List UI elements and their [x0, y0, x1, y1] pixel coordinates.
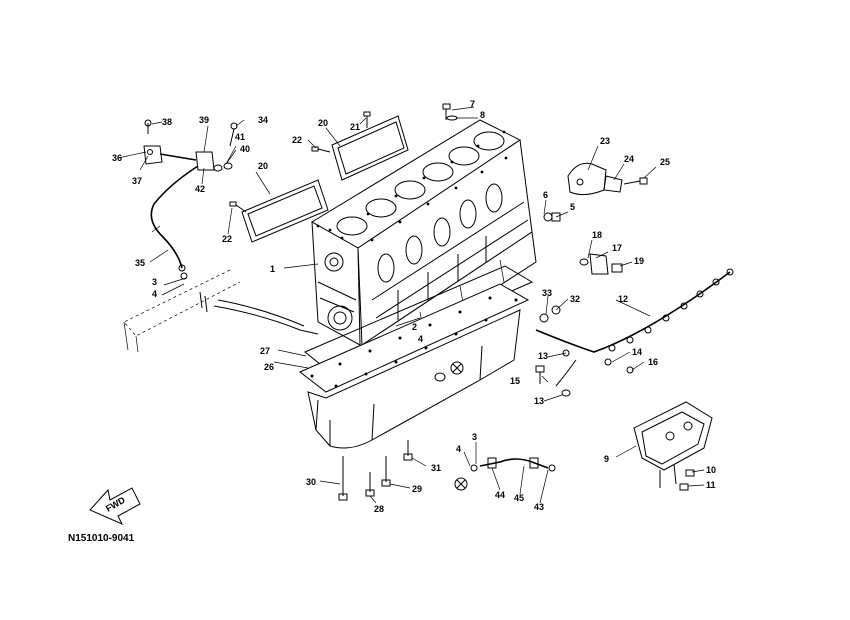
- callout-32: 32: [570, 294, 580, 304]
- callout-3: 3: [152, 277, 157, 287]
- callout-21: 21: [350, 122, 360, 132]
- callout-43: 43: [534, 502, 544, 512]
- callout-29: 29: [412, 484, 422, 494]
- callout-12: 12: [618, 294, 628, 304]
- callout-4: 4: [152, 289, 157, 299]
- side-cover-lower: [241, 179, 329, 243]
- callout-25: 25: [660, 157, 670, 167]
- wire-harness: [535, 268, 734, 387]
- callout-2: 2: [412, 322, 417, 332]
- callout-24: 24: [624, 154, 634, 164]
- callout-13a: 13: [538, 351, 548, 361]
- callout-45: 45: [514, 493, 524, 503]
- drain-plug-x-icon: [454, 477, 468, 491]
- callout-42: 42: [195, 184, 205, 194]
- callout-31: 31: [431, 463, 441, 473]
- callout-3b: 3: [472, 432, 477, 442]
- callout-5: 5: [570, 202, 575, 212]
- bolt-22-lower: [229, 201, 247, 213]
- callout-19: 19: [634, 256, 644, 266]
- oil-pan: [299, 265, 534, 449]
- engine-mount-9: [633, 401, 713, 488]
- callout-16: 16: [648, 357, 658, 367]
- bracket-24: [603, 175, 623, 193]
- bolt-10-11: [679, 469, 695, 491]
- callout-38: 38: [162, 117, 172, 127]
- guide-line: [213, 305, 319, 335]
- callout-1: 1: [270, 264, 275, 274]
- cylinder-block: [311, 119, 537, 373]
- callout-13b: 13: [534, 396, 544, 406]
- bolt-21: [363, 111, 371, 128]
- bolt-30: [338, 456, 348, 501]
- fitting-17-18-19: [579, 253, 623, 275]
- callout-33: 33: [542, 288, 552, 298]
- bolt-28: [365, 472, 375, 497]
- dipstick-assembly: [143, 119, 238, 280]
- callout-22a: 22: [292, 135, 302, 145]
- bolt-29: [381, 456, 391, 487]
- callout-35: 35: [135, 258, 145, 268]
- callout-28: 28: [374, 504, 384, 514]
- callout-22b: 22: [222, 234, 232, 244]
- callout-20a: 20: [318, 118, 328, 128]
- fwd-arrow-icon: FWD: [89, 487, 141, 526]
- callout-18: 18: [592, 230, 602, 240]
- callout-6: 6: [543, 190, 548, 200]
- washer-8: [446, 115, 458, 121]
- callout-40: 40: [240, 144, 250, 154]
- drain-plug-icon: [450, 361, 464, 375]
- drain-hose-assembly: [454, 457, 556, 491]
- callout-36: 36: [112, 153, 122, 163]
- callout-8: 8: [480, 110, 485, 120]
- bolt-15: [535, 365, 545, 384]
- callout-39: 39: [199, 115, 209, 125]
- callout-27: 27: [260, 346, 270, 356]
- cover-23: [567, 162, 607, 196]
- callout-7: 7: [470, 99, 475, 109]
- callout-26: 26: [264, 362, 274, 372]
- bolt-25: [623, 177, 648, 185]
- callout-4b: 4: [456, 444, 461, 454]
- callout-37: 37: [132, 176, 142, 186]
- diagram-code: N151010-9041: [68, 533, 135, 544]
- washer-13: [561, 389, 571, 397]
- bolt-7: [442, 103, 451, 120]
- bolt-31: [403, 440, 413, 461]
- callout-41: 41: [235, 132, 245, 142]
- callout-labels: 1 2 3 4 5 6 7 8 9 10 11 12 13 14 15 16 1…: [112, 99, 716, 514]
- callout-9: 9: [604, 454, 609, 464]
- callout-10: 10: [706, 465, 716, 475]
- callout-30: 30: [306, 477, 316, 487]
- callout-44: 44: [495, 490, 505, 500]
- plug-5: [543, 212, 561, 222]
- callout-15: 15: [510, 376, 520, 386]
- callout-17: 17: [612, 243, 622, 253]
- bolt-22-upper: [311, 146, 331, 153]
- leader-lines: [117, 106, 705, 504]
- side-cover-upper: [331, 115, 409, 181]
- callout-34: 34: [258, 115, 268, 125]
- callout-4c: 4: [418, 334, 423, 344]
- bolt-32-33: [539, 305, 561, 323]
- gasket-outline-left: [123, 269, 241, 353]
- callout-11: 11: [706, 480, 716, 490]
- callout-14: 14: [632, 347, 642, 357]
- callout-20b: 20: [258, 161, 268, 171]
- callout-23: 23: [600, 136, 610, 146]
